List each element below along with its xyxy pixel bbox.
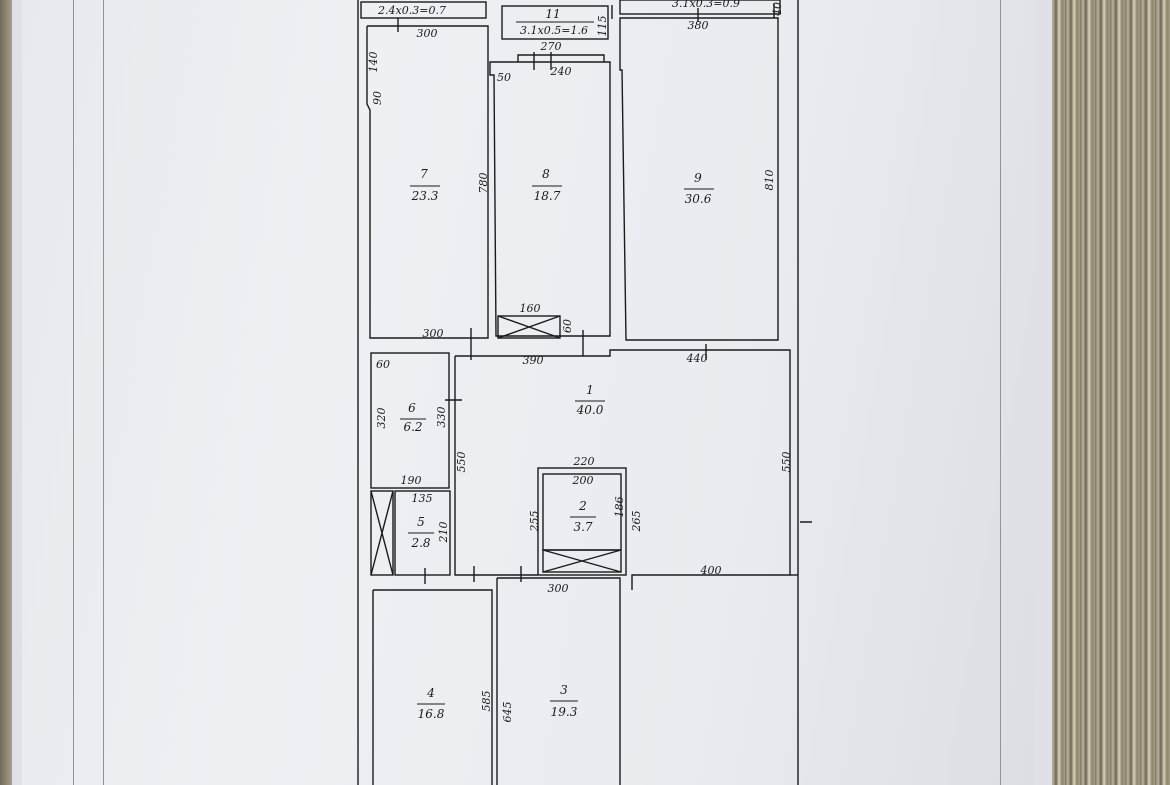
dim-550-left: 550 <box>455 452 468 473</box>
room-2-outline <box>537 467 627 576</box>
dim-255: 255 <box>528 511 541 533</box>
room-9-area: 30.6 <box>685 192 712 206</box>
room-5-number: 5 <box>417 515 425 529</box>
balcony-middle-label: 3.1x0.5=1.6 <box>520 24 588 37</box>
dim-320: 320 <box>375 408 388 429</box>
dim-300-mid: 300 <box>548 582 569 595</box>
dim-115: 115 <box>596 16 609 37</box>
balcony-middle <box>501 5 609 40</box>
shaft-left-cross <box>370 490 394 576</box>
dim-300-top7: 300 <box>417 27 438 40</box>
dim-270: 270 <box>540 40 562 53</box>
background-right <box>1035 0 1170 785</box>
room-2-shaft <box>542 549 622 573</box>
dim-190: 190 <box>401 474 422 487</box>
room-2-shaft-cross <box>542 549 622 573</box>
frame-line-right <box>1000 0 1001 785</box>
room-8-area: 18.7 <box>534 189 561 203</box>
dim-440: 440 <box>686 352 708 365</box>
balcony-left-label: 2.4x0.3=0.7 <box>377 4 446 17</box>
dim-585: 585 <box>480 691 493 712</box>
room-7-area: 23.3 <box>411 189 439 203</box>
dim-265: 265 <box>630 511 643 533</box>
room-1-number: 1 <box>586 383 594 397</box>
dim-200: 200 <box>572 474 594 487</box>
room-8-number: 8 <box>542 167 550 181</box>
room-3-area: 19.3 <box>551 705 578 719</box>
paper-sheet <box>22 0 1034 785</box>
dim-380: 380 <box>688 19 709 32</box>
dim-400: 400 <box>700 564 722 577</box>
room-7-number: 7 <box>420 167 428 181</box>
dim-330: 330 <box>435 407 448 428</box>
room-5-outline <box>394 490 451 576</box>
balcony-right-label: 3.1x0.3=0.9 <box>672 0 740 10</box>
dim-90: 90 <box>371 91 384 105</box>
room-3-outline <box>496 577 621 785</box>
room-1-area: 40.0 <box>576 403 604 417</box>
room-2-area: 3.7 <box>573 520 592 534</box>
dim-60-room6: 60 <box>376 358 390 371</box>
room-4-outline <box>372 589 493 785</box>
dim-300-bot7: 300 <box>423 327 444 340</box>
dim-60-vent: 60 <box>561 319 574 333</box>
dim-240: 240 <box>550 65 572 78</box>
dim-810: 810 <box>763 170 776 191</box>
vent-shaft-cross <box>497 315 561 339</box>
frame-line-left <box>73 0 74 785</box>
dim-50: 50 <box>497 71 511 84</box>
room-7-outline <box>366 25 489 339</box>
dim-645: 645 <box>501 702 514 723</box>
room-9-number: 9 <box>694 171 702 185</box>
balcony-left <box>360 1 487 19</box>
room-8-niche <box>517 54 605 62</box>
balcony-right <box>619 0 781 15</box>
dim-210: 210 <box>437 522 450 544</box>
room-4-number: 4 <box>426 686 435 700</box>
door-ticks <box>397 4 812 584</box>
room-6-outline <box>370 352 450 489</box>
room-6-area: 6.2 <box>403 420 422 434</box>
shaft-left <box>370 490 394 576</box>
dim-550-right: 550 <box>780 452 793 473</box>
room-8-outline <box>489 61 611 337</box>
room-5-area: 2.8 <box>410 536 430 550</box>
balcony-middle-number: 11 <box>545 7 560 21</box>
room-1-outline <box>454 349 791 590</box>
frame-line-left-inner <box>103 0 104 785</box>
dim-186: 186 <box>613 497 626 518</box>
dim-135: 135 <box>412 492 433 505</box>
vent-shaft <box>497 315 561 339</box>
room-9-outline <box>619 17 779 341</box>
room-3-number: 3 <box>560 683 568 697</box>
dim-40: 40 <box>771 2 784 17</box>
dim-220: 220 <box>573 455 595 468</box>
room-6-number: 6 <box>408 401 416 415</box>
dim-780: 780 <box>477 173 490 194</box>
room-4-area: 16.8 <box>418 707 445 721</box>
dim-390: 390 <box>523 354 544 367</box>
room-2-number: 2 <box>578 499 587 513</box>
dim-160: 160 <box>520 302 541 315</box>
dim-140: 140 <box>367 52 380 73</box>
